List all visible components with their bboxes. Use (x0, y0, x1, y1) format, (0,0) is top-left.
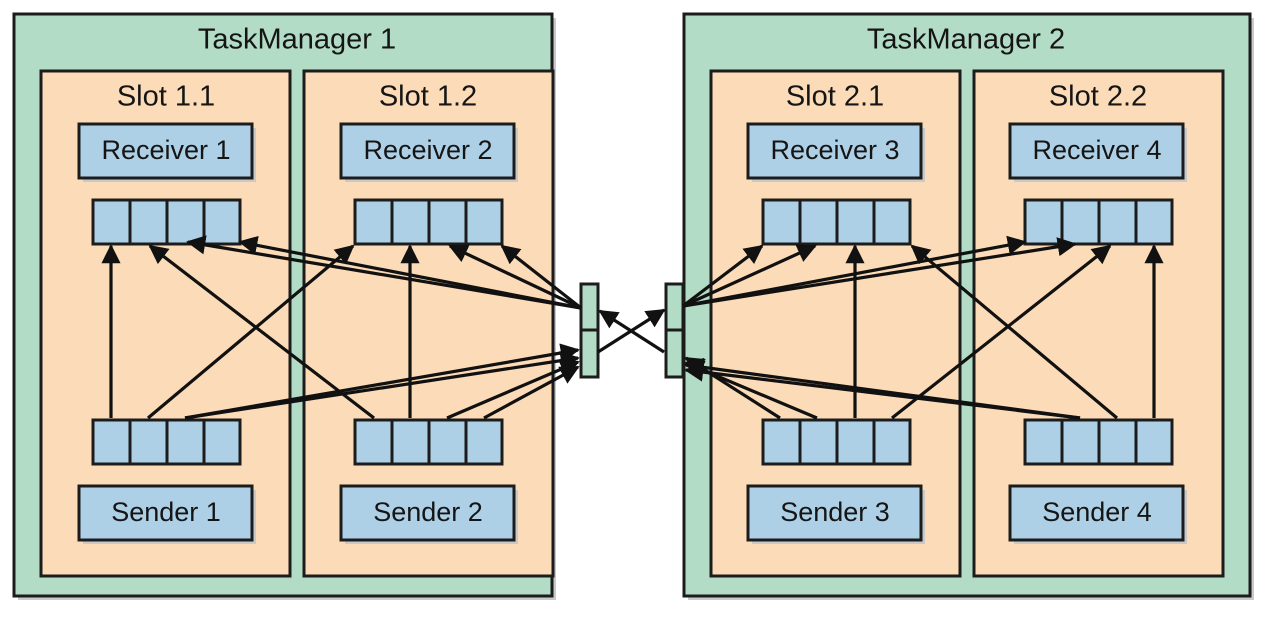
receiver-3-buffer (761, 198, 912, 246)
receiver-3-box (746, 122, 923, 180)
sender-1-label: Sender 1 (111, 497, 221, 527)
sender-2-buffer (353, 418, 504, 466)
receiver-1-buffer (91, 198, 242, 246)
receiver-4-label: Receiver 4 (1032, 135, 1161, 165)
sender-4-box (1008, 484, 1185, 542)
task-manager-1-network-port (579, 282, 600, 379)
receiver-3-label: Receiver 3 (770, 135, 899, 165)
sender-2-box (339, 484, 516, 542)
slot-1-1-title: Slot 1.1 (117, 81, 215, 113)
receiver-2-buffer (353, 198, 504, 246)
sender-3-buffer (761, 418, 912, 466)
task-manager-1-arrows (101, 235, 666, 420)
sender-1-box (77, 484, 254, 542)
sender-4-buffer (1023, 418, 1174, 466)
task-manager-2-arrows (682, 235, 1164, 420)
receiver-2-box (339, 122, 516, 180)
task-manager-1-title: TaskManager 1 (198, 24, 396, 56)
sender-2-label: Sender 2 (373, 497, 483, 527)
slot-2-1-title: Slot 2.1 (786, 81, 884, 113)
receiver-4-box (1008, 122, 1185, 180)
sender-3-box (746, 484, 923, 542)
slot-1-2-title: Slot 1.2 (379, 81, 477, 113)
sender-1-buffer (91, 418, 242, 466)
receiver-1-label: Receiver 1 (101, 135, 230, 165)
receiver-1-box (77, 122, 254, 180)
receiver-2-label: Receiver 2 (363, 135, 492, 165)
receiver-4-buffer (1023, 198, 1174, 246)
slot-2-2-title: Slot 2.2 (1049, 81, 1147, 113)
task-manager-2-network-port (664, 282, 685, 379)
sender-3-label: Sender 3 (780, 497, 890, 527)
sender-4-label: Sender 4 (1042, 497, 1152, 527)
task-manager-2-title: TaskManager 2 (867, 24, 1065, 56)
